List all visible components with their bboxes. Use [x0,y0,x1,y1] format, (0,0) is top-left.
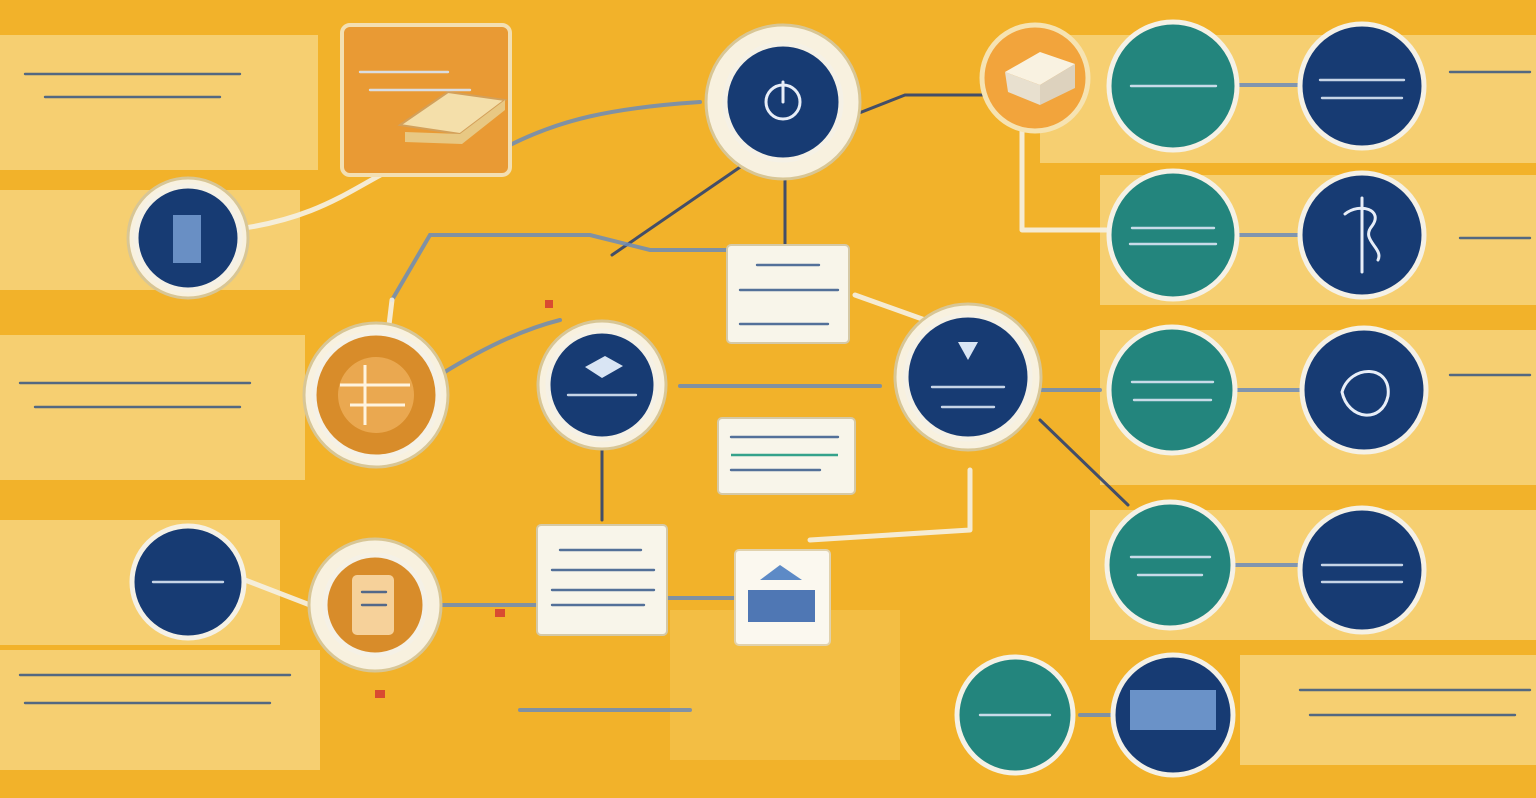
package-side-icon [405,100,505,144]
connector-right-loop [807,467,973,543]
bottom-card [536,524,668,636]
right-mid2-navy-node[interactable] [1299,325,1429,455]
document-icon [173,215,201,263]
connector-package-to-top-center [508,100,702,147]
center-mid-node[interactable] [545,328,659,442]
right-bottom-navy-node[interactable] [1297,505,1427,635]
accent-marker-1 [495,609,505,617]
dollar-icon [1343,196,1381,274]
right-top-navy-node[interactable] [1297,21,1427,151]
connector-note-to-right-node [852,292,928,323]
globe-grid-icon [340,365,410,425]
connector-left-bottom-row [242,577,313,608]
marker-icon [958,342,978,360]
folder-icon-right [1040,64,1075,105]
folder-icon [1005,52,1075,85]
center-note-top [726,244,850,344]
panel-right-bottom [1240,655,1536,765]
building-roof-icon [760,565,802,580]
right-mid2-teal-node[interactable] [1106,324,1238,456]
cycle-icon [1340,370,1390,417]
right-bottom-teal-node[interactable] [1104,499,1236,631]
connector-globe-to-center [438,318,562,377]
right-mid-teal-node[interactable] [1106,168,1240,302]
plane-icon [585,356,623,378]
building-icon [748,590,815,622]
accent-marker-2 [375,690,385,698]
panel-top-left [0,35,318,170]
footer-building-icon [1130,690,1216,730]
panel-left-bottom [0,650,320,770]
folder-icon-left [1005,72,1040,105]
connector-doc-to-package [227,167,393,233]
accent-marker-3 [545,300,553,308]
connector-left-upper-route [390,233,732,302]
connector-right-top-vertical [1019,112,1113,233]
connector-right-node-to-teal [1038,418,1130,507]
globe-icon [338,357,414,433]
center-right-node[interactable] [903,312,1033,442]
